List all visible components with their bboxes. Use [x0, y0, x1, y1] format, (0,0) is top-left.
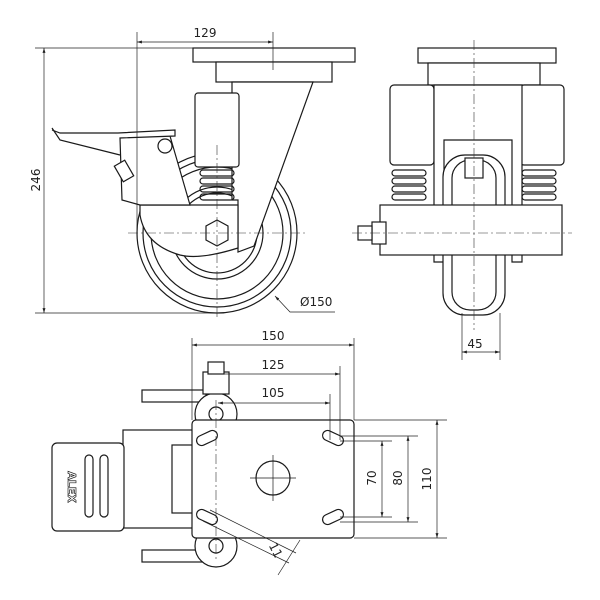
fork-top [141, 389, 207, 403]
dim-80-label: 80 [391, 470, 405, 485]
dim-70-label: 70 [365, 470, 379, 485]
swivel-bearing [427, 62, 541, 86]
dim-plate-length-label: 150 [262, 329, 285, 343]
swing-arm [379, 204, 563, 256]
spring-housing [194, 92, 240, 168]
wheel-top [171, 444, 195, 514]
brake-pedal [51, 442, 125, 532]
left-housing [389, 84, 435, 166]
right-housing [519, 84, 565, 166]
dim-hole-spacing-inner-label: 105 [262, 386, 285, 400]
axle-end [207, 361, 225, 375]
brake-pedal-ribs [84, 454, 109, 518]
axle-nut [202, 371, 230, 395]
dim-offset-label: 129 [194, 26, 217, 40]
mounting-slots [195, 429, 345, 526]
dim-plate-width-label: 110 [420, 468, 434, 491]
springs [391, 169, 557, 201]
fork [433, 84, 523, 263]
swivel-bearing [215, 61, 333, 83]
dim-wheel-width-label: 45 [467, 337, 482, 351]
axle-nut [205, 219, 229, 247]
dim-hole-spacing-outer-label: 125 [262, 358, 285, 372]
top-plate [192, 47, 356, 63]
dim-slot-width-label: 11 [266, 540, 285, 560]
front-view: 45 [352, 40, 572, 360]
dim-height-label: 246 [29, 169, 43, 192]
brand-logo: ALEX [65, 471, 78, 503]
top-view: ALEX 150 125 105 70 80 [51, 329, 447, 576]
top-plate [417, 47, 557, 64]
side-view: 129 246 Ø150 [29, 26, 356, 320]
dim-wheel-diameter-label: Ø150 [300, 295, 332, 309]
